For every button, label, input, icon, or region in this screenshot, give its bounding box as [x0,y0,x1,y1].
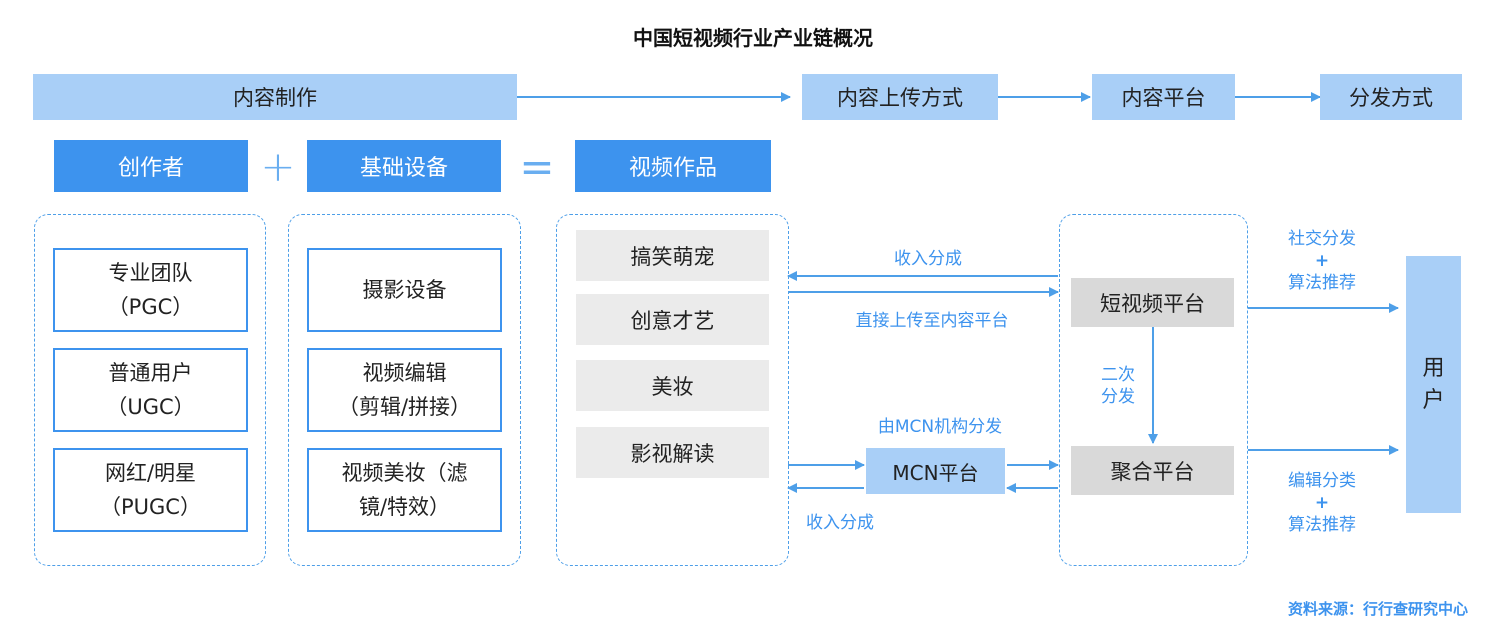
label-social-line1: 社交分发 [1288,229,1356,249]
equipment-beauty-detail: 镜/特效） [358,495,451,519]
equipment-editing: 视频编辑 （剪辑/拼接） [307,348,502,432]
equipment-beauty: 视频美妆（滤 镜/特效） [307,448,502,532]
equals-symbol: = [519,141,555,191]
label-editorial-plus: + [1314,493,1330,513]
creator-header: 创作者 [54,140,248,192]
users-box: 用 户 [1406,256,1461,513]
label-via-mcn: 由MCN机构分发 [877,417,1003,437]
creator-pgc: 专业团队 （PGC） [53,248,248,332]
creator-pgc-code: （PGC） [107,295,194,319]
label-editorial-distribution: 编辑分类 + 算法推荐 [1262,470,1382,536]
users-label-line2: 户 [1422,387,1445,413]
label-social-distribution: 社交分发 + 算法推荐 [1262,228,1382,294]
label-secondary-line2: 分发 [1101,387,1135,407]
work-film-review: 影视解读 [576,427,769,478]
creator-pugc-code: （PUGC） [100,495,201,519]
work-funny-pets: 搞笑萌宠 [576,230,769,281]
source-note: 资料来源：行行查研究中心 [1287,600,1468,618]
equipment-editing-label: 视频编辑 [362,361,447,385]
platforms-group [1059,214,1248,566]
equipment-editing-detail: （剪辑/拼接） [337,395,472,419]
works-group [556,214,789,566]
label-editorial-line1: 编辑分类 [1288,471,1356,491]
label-direct-upload: 直接上传至内容平台 [855,311,1009,331]
work-beauty: 美妆 [576,360,769,411]
label-secondary-line1: 二次 [1101,365,1135,385]
equipment-beauty-label: 视频美妆（滤 [341,461,468,485]
short-video-platform: 短视频平台 [1071,278,1234,327]
users-label-line1: 用 [1422,355,1445,381]
label-revenue-share-top: 收入分成 [894,249,962,269]
work-creative-talent: 创意才艺 [576,294,769,345]
stage-distribution: 分发方式 [1320,74,1462,120]
stage-upload: 内容上传方式 [802,74,998,120]
equipment-camera-label: 摄影设备 [362,278,447,302]
mcn-platform: MCN平台 [866,448,1005,494]
creator-pugc: 网红/明星 （PUGC） [53,448,248,532]
label-secondary-distribution: 二次 分发 [1088,364,1148,408]
page-title: 中国短视频行业产业链概况 [633,26,873,50]
creators-group [34,214,266,566]
stage-production: 内容制作 [33,74,517,120]
equipment-header: 基础设备 [307,140,501,192]
label-social-plus: + [1314,251,1330,271]
stage-platform: 内容平台 [1092,74,1235,120]
creator-ugc-name: 普通用户 [108,361,193,385]
aggregate-platform: 聚合平台 [1071,446,1234,495]
label-editorial-line2: 算法推荐 [1288,515,1356,535]
creator-pgc-name: 专业团队 [108,261,193,285]
creator-pugc-name: 网红/明星 [104,461,197,485]
label-social-line2: 算法推荐 [1288,273,1356,293]
label-revenue-share-bottom: 收入分成 [806,513,874,533]
equipment-camera: 摄影设备 [307,248,502,332]
works-header: 视频作品 [575,140,771,192]
equipment-group [288,214,521,566]
plus-symbol: + [260,141,296,191]
creator-ugc: 普通用户 （UGC） [53,348,248,432]
creator-ugc-code: （UGC） [106,395,195,419]
